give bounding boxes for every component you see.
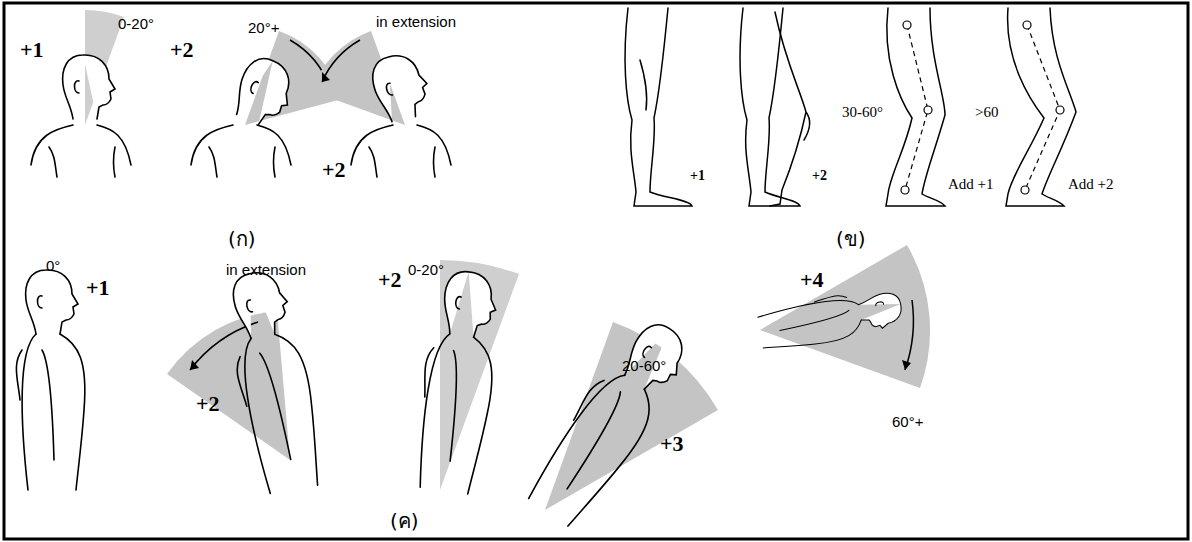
score-label: +2 xyxy=(378,268,402,292)
panel-caption: (ค) xyxy=(390,510,419,532)
score-label: +2 xyxy=(196,392,220,416)
angle-label: 0-20° xyxy=(408,262,444,279)
score-label: Add +1 xyxy=(948,176,994,193)
score-label: +1 xyxy=(690,168,705,183)
score-label: +1 xyxy=(86,276,110,300)
score-label: +1 xyxy=(20,38,44,62)
angle-label: 60°+ xyxy=(892,414,923,431)
angle-label: 0-20° xyxy=(118,16,154,33)
angle-label: 20-60° xyxy=(622,358,666,375)
angle-label: in extension xyxy=(376,14,456,31)
score-label: +4 xyxy=(800,268,824,292)
score-label: +2 xyxy=(812,168,827,183)
score-label: +2 xyxy=(170,38,194,62)
angle-label: 0° xyxy=(46,258,60,275)
angle-label: 20°+ xyxy=(248,20,279,37)
score-label: +3 xyxy=(660,432,684,456)
score-label: +2 xyxy=(322,158,346,182)
angle-label: >60 xyxy=(975,104,998,121)
angle-label: in extension xyxy=(226,262,306,279)
score-label: Add +2 xyxy=(1068,176,1114,193)
panel-caption: (ข) xyxy=(836,228,866,250)
panel-caption: (ก) xyxy=(228,228,256,250)
angle-label: 30-60° xyxy=(842,104,883,121)
